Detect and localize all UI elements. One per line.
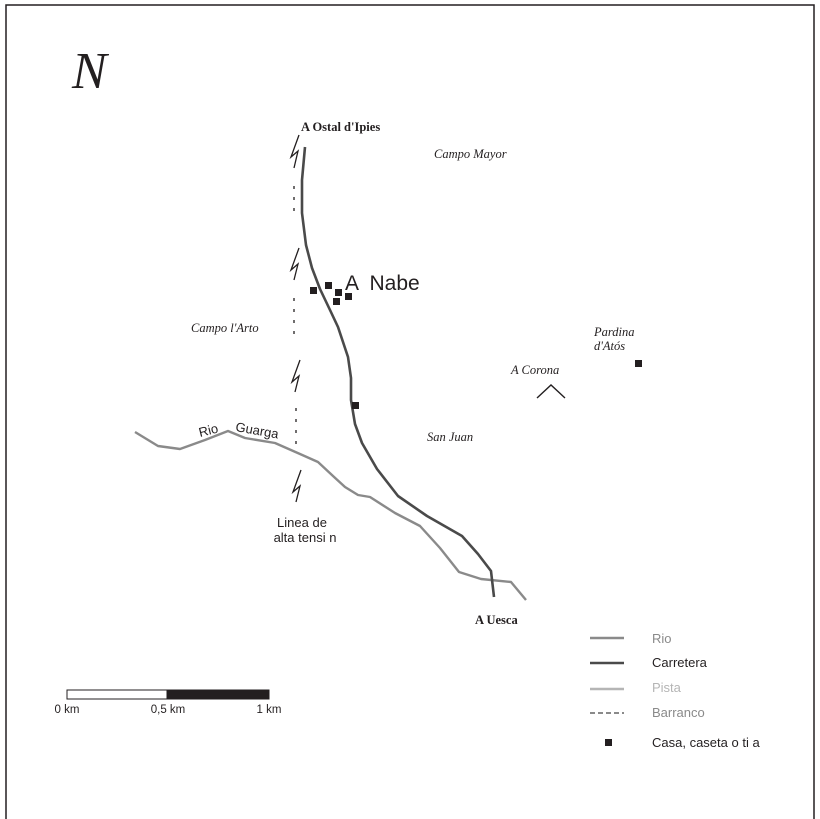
legend-swatch-casa [605, 739, 612, 746]
map-frame [5, 4, 815, 819]
label-uesca: A Uesca [475, 613, 518, 627]
label-san-juan: San Juan [427, 430, 473, 444]
building-marker [335, 289, 342, 296]
legend-label-pista: Pista [652, 680, 682, 695]
north-label: N [71, 43, 110, 100]
label-ostal-dipies: A Ostal d'Ipies [301, 120, 380, 134]
scale-label-0: 0 km [55, 704, 80, 716]
building-marker [345, 293, 352, 300]
building-marker [635, 360, 642, 367]
legend: Rio Carretera Pista Barranco Casa, caset… [590, 631, 760, 750]
hill-symbol [536, 384, 566, 399]
scale-bar-white-segment [66, 689, 168, 700]
legend-label-rio: Rio [652, 631, 672, 646]
label-linea-line1: Linea de [277, 515, 327, 530]
legend-label-casa: Casa, caseta o ti a [652, 735, 760, 750]
building-marker [325, 282, 332, 289]
river-guarga [134, 429, 527, 601]
building-marker [333, 298, 340, 305]
label-pardina-line2: d'Atós [594, 339, 625, 353]
label-linea-line2: alta tensi n [274, 530, 337, 545]
building-marker [310, 287, 317, 294]
legend-label-barranco: Barranco [652, 705, 705, 720]
scale-label-1: 1 km [257, 704, 282, 716]
label-guarga: Guarga [234, 419, 280, 441]
power-line [289, 134, 302, 503]
buildings [310, 282, 642, 409]
road-carretera [300, 146, 496, 598]
legend-label-carretera: Carretera [652, 655, 708, 670]
scale-label-half: 0,5 km [151, 704, 186, 716]
building-marker [352, 402, 359, 409]
label-corona: A Corona [510, 363, 559, 377]
label-nabe: A Nabe [345, 272, 420, 295]
label-campo-larto: Campo l'Arto [191, 321, 259, 335]
scale-bar-black-segment [166, 689, 270, 700]
label-rio: Rio [197, 421, 220, 440]
label-campo-mayor: Campo Mayor [434, 147, 507, 161]
scale-bar: 0 km 0,5 km 1 km [55, 689, 282, 716]
label-pardina-line1: Pardina [593, 325, 635, 339]
